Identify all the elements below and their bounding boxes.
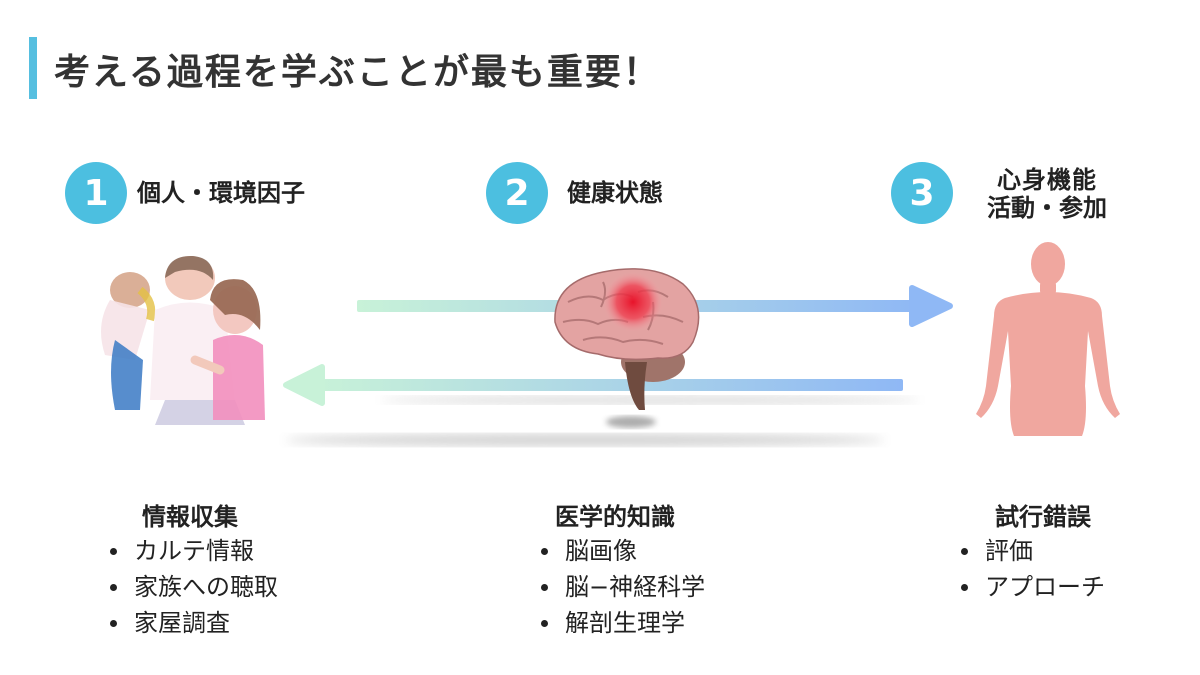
left-arrow-shadow	[285, 434, 885, 446]
list-item: アプローチ	[955, 569, 1105, 605]
section-2-list: 脳画像 脳−神経科学 解剖生理学	[535, 533, 705, 641]
section-2-heading: 医学的知識	[555, 503, 675, 531]
human-body-illustration	[976, 242, 1120, 436]
section-1-heading: 情報収集	[142, 503, 238, 531]
section-1-list: カルテ情報 家族への聴取 家屋調査	[104, 533, 278, 641]
list-item: 脳画像	[535, 533, 705, 569]
family-illustration	[101, 255, 265, 425]
list-item: 脳−神経科学	[535, 569, 705, 605]
section-3-heading: 試行錯誤	[995, 503, 1091, 531]
arrow-left-icon	[283, 364, 903, 406]
list-item: 評価	[955, 533, 1105, 569]
step-1-badge: 1	[65, 162, 127, 224]
brain-illustration	[554, 268, 700, 428]
list-item: 家族への聴取	[104, 569, 278, 605]
list-item: 解剖生理学	[535, 605, 705, 641]
section-3-list: 評価 アプローチ	[955, 533, 1105, 605]
step-3-label: 心身機能 活動・参加	[987, 166, 1107, 222]
right-arrow-shadow	[380, 396, 920, 404]
step-3-badge: 3	[891, 162, 953, 224]
step-2-badge: 2	[486, 162, 548, 224]
step-1-label: 個人・環境因子	[137, 179, 305, 207]
step-2-label: 健康状態	[567, 179, 663, 207]
list-item: カルテ情報	[104, 533, 278, 569]
title-accent-bar	[29, 37, 37, 99]
list-item: 家屋調査	[104, 605, 278, 641]
page-title: 考える過程を学ぶことが最も重要！	[54, 52, 661, 93]
